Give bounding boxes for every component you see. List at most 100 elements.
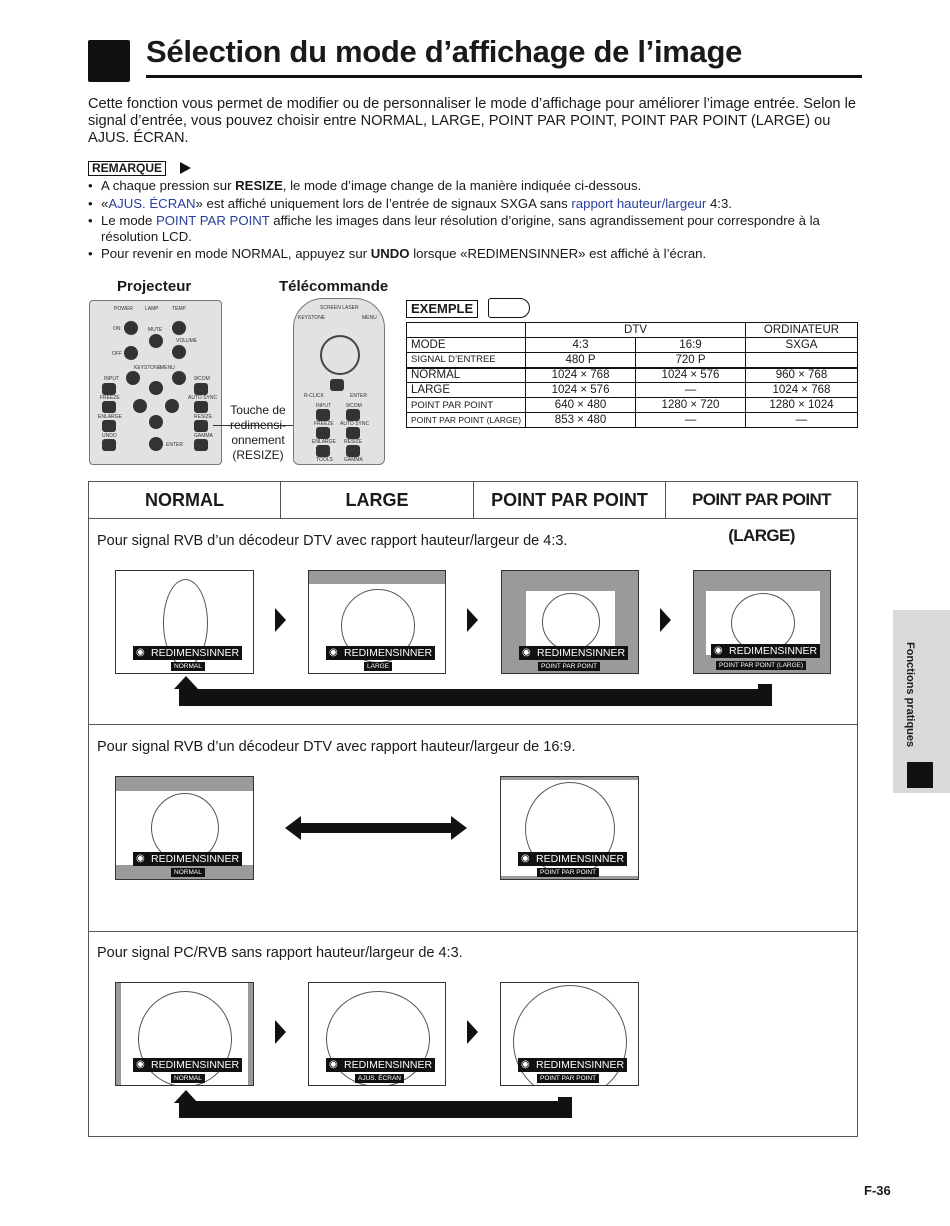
pointing-hand-icon: [488, 298, 530, 318]
table-cell: [405, 322, 527, 338]
label-temp: TEMP: [172, 306, 186, 312]
return-arrow-stem: [179, 688, 193, 706]
remote-dpad: [320, 335, 360, 375]
table-row: POINT PAR POINT 640 × 480 1280 × 720 128…: [405, 397, 859, 413]
screen-normal-16-9: REDIMENSINNER NORMAL: [115, 776, 254, 880]
remote-enlarge-button: [316, 445, 330, 457]
osd-redimensinner: REDIMENSINNER: [326, 646, 436, 660]
mode-header-large: LARGE: [281, 482, 474, 518]
section-label-pc: Pour signal PC/RVB sans rapport hauteur/…: [97, 945, 463, 961]
table-cell: SXGA: [744, 337, 859, 353]
label-lamp: LAMP: [145, 306, 159, 312]
table-cell: SIGNAL D’ENTREE: [405, 352, 527, 368]
page-number: F-36: [864, 1183, 891, 1198]
label-remote-resize: RESIZE: [344, 439, 363, 445]
table-cell: 1024 × 576: [635, 366, 746, 383]
screen-dot-by-dot-large: REDIMENSINNER POINT PAR POINT (LARGE): [693, 570, 831, 674]
label-menu: MENU: [160, 365, 175, 371]
table-header-dtv: DTV: [525, 322, 746, 338]
osd-mode-label: POINT PAR POINT: [538, 662, 601, 671]
volume-up-button: [172, 321, 186, 335]
example-table: DTV ORDINATEUR MODE 4:3 16:9 SXGA SIGNAL…: [405, 322, 859, 428]
osd-mode-label: NORMAL: [171, 1074, 205, 1083]
resize-button: [194, 420, 208, 432]
table-cell: 1280 × 1024: [744, 397, 859, 413]
note-item: Le mode POINT PAR POINT affiche les imag…: [88, 213, 866, 244]
label-enter: ENTER: [166, 442, 183, 448]
arrow-right-icon: [660, 608, 671, 632]
screen-dot-by-dot-16-9: REDIMENSINNER POINT PAR POINT: [500, 776, 639, 880]
pillar-bar: [116, 983, 121, 1085]
arrow-right-icon: [451, 816, 467, 840]
osd-redimensinner: REDIMENSINNER: [519, 646, 629, 660]
table-cell: LARGE: [405, 382, 527, 398]
table-cell: 16:9: [635, 337, 746, 353]
label-remote-enter: ENTER: [350, 393, 367, 399]
label-freeze: FREEZE: [100, 395, 120, 401]
arrow-left-button: [133, 399, 147, 413]
remote-control: SCREEN LASER KEYSTONE MENU R-CLICK ENTER…: [293, 298, 385, 465]
label-remote-keystone: KEYSTONE: [298, 315, 326, 321]
table-row: NORMAL 1024 × 768 1024 × 576 960 × 768: [405, 366, 859, 383]
osd-mode-label: NORMAL: [171, 662, 205, 671]
screen-ajus-ecran: REDIMENSINNER AJUS. ÉCRAN: [308, 982, 446, 1086]
remarque-label: REMARQUE: [88, 161, 167, 176]
notes-list: A chaque pression sur RESIZE, le mode d’…: [88, 178, 866, 264]
exemple-label: EXEMPLE: [406, 300, 479, 318]
intro-paragraph: Cette fonction vous permet de modifier o…: [88, 96, 856, 146]
remote-9com-button: [346, 409, 360, 421]
osd-redimensinner: REDIMENSINNER: [326, 1058, 436, 1072]
keystone-button: [126, 371, 140, 385]
freeze-button: [102, 401, 116, 413]
table-cell: 960 × 768: [744, 366, 859, 383]
screen-dot-by-dot: REDIMENSINNER POINT PAR POINT: [501, 570, 639, 674]
table-header-ordinateur: ORDINATEUR: [744, 322, 859, 338]
arrow-left-icon: [285, 816, 301, 840]
section-icon: [88, 40, 130, 82]
osd-redimensinner: REDIMENSINNER: [711, 644, 821, 658]
projector-control-panel: POWER LAMP TEMP ON MUTE VOLUME OFF INPUT…: [89, 300, 222, 465]
arrow-down-button: [149, 415, 163, 429]
table-cell: 480 P: [525, 352, 637, 368]
label-screen-laser: SCREEN LASER: [320, 305, 359, 311]
table-cell: [744, 352, 859, 368]
input-button: [102, 383, 116, 395]
label-undo: UNDO: [102, 433, 117, 439]
letterbox-bar: [309, 571, 445, 584]
mute-button: [149, 334, 163, 348]
arrow-right-icon: [275, 608, 286, 632]
label-keystone: KEYSTONE: [134, 365, 162, 371]
arrow-right-button: [165, 399, 179, 413]
table-row: LARGE 1024 × 576 — 1024 × 768: [405, 382, 859, 398]
osd-mode-label: NORMAL: [171, 868, 205, 877]
screen-large: REDIMENSINNER LARGE: [308, 570, 446, 674]
label-remote-freeze: FREEZE: [314, 421, 334, 427]
section-label-16-9: Pour signal RVB d’un décodeur DTV avec r…: [97, 739, 576, 755]
arrow-right-icon: [467, 1020, 478, 1044]
double-arrow-bar: [300, 823, 452, 833]
volume-down-button: [172, 345, 186, 359]
screen-normal: REDIMENSINNER NORMAL: [115, 570, 254, 674]
resize-callout: Touche de redimensi-onnement (RESIZE): [229, 403, 286, 462]
return-arrow-stem: [758, 684, 772, 704]
table-cell: 1280 × 720: [635, 397, 746, 413]
return-arrow-head-icon: [174, 1090, 198, 1103]
remote-input-button: [316, 409, 330, 421]
enter-button: [149, 437, 163, 451]
label-off: OFF: [112, 351, 122, 357]
note-item: Pour revenir en mode NORMAL, appuyez sur…: [88, 246, 866, 262]
label-remote-9com: 9/COM: [346, 403, 362, 409]
table-cell: 853 × 480: [525, 412, 637, 428]
label-remote-gamma: GAMMA: [344, 457, 363, 463]
label-remote-menu: MENU: [362, 315, 377, 321]
return-arrow-head-icon: [174, 676, 198, 689]
note-item: A chaque pression sur RESIZE, le mode d’…: [88, 178, 866, 194]
picture-ellipse: [542, 593, 600, 651]
label-power: POWER: [114, 306, 133, 312]
divider: [89, 931, 857, 932]
mode-header-dot-large: POINT PAR POINT (LARGE): [692, 490, 832, 545]
divider: [89, 518, 857, 519]
chapter-icon: [907, 762, 933, 788]
table-cell: NORMAL: [405, 366, 527, 383]
label-tools: TOOLS: [316, 457, 333, 463]
